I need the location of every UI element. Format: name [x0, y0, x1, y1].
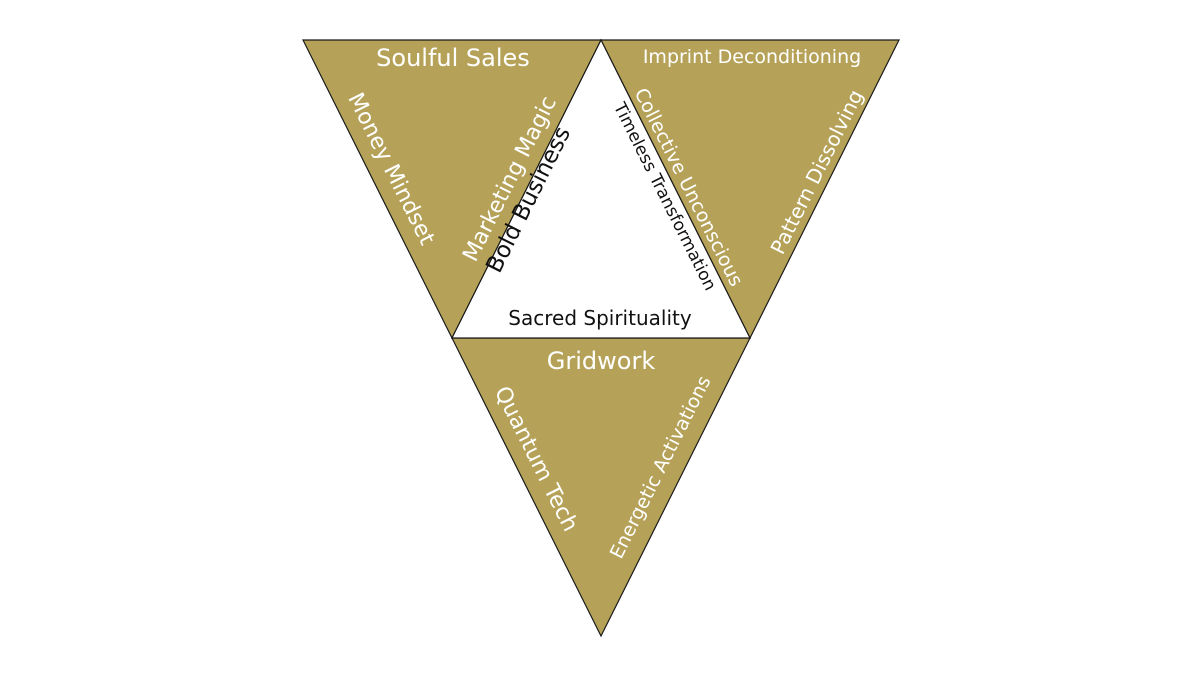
- bottom-top-label: Gridwork: [547, 347, 656, 375]
- center-bottom-label: Sacred Spirituality: [508, 306, 692, 330]
- center-triangle: [451, 38, 751, 339]
- right-top-label: Imprint Deconditioning: [643, 46, 861, 68]
- left-top-label: Soulful Sales: [376, 44, 530, 72]
